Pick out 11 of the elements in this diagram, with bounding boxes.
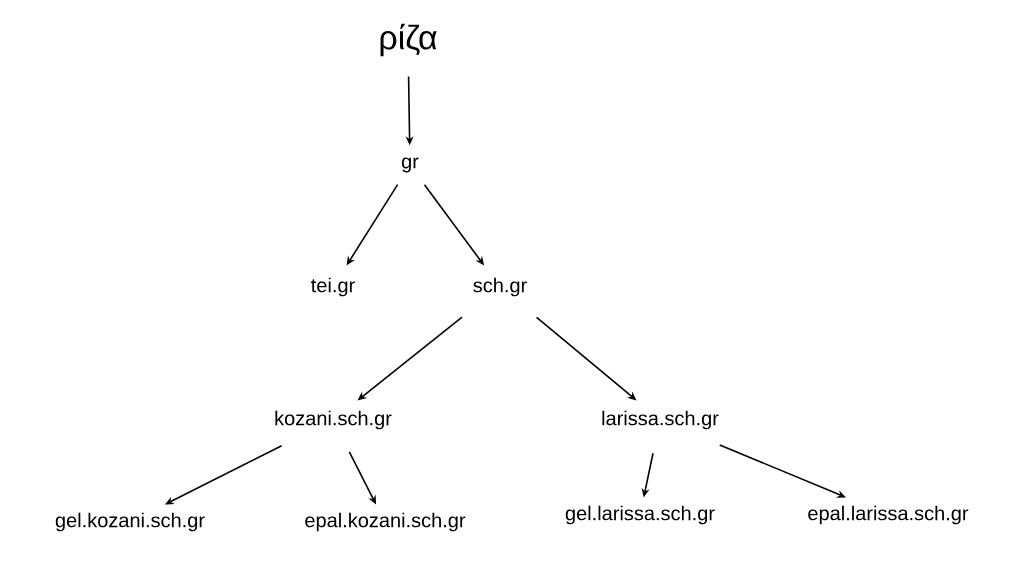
arrow xyxy=(718,444,846,498)
node-label: gel.kozani.sch.gr xyxy=(55,512,205,532)
node-label: larissa.sch.gr xyxy=(602,410,719,430)
node-label: gel.larissa.sch.gr xyxy=(565,505,715,525)
node-label: tei.gr xyxy=(311,277,355,297)
node-label: kozani.sch.gr xyxy=(275,410,392,430)
node-label: gr xyxy=(401,157,419,173)
node-label: epal.kozani.sch.gr xyxy=(305,512,466,532)
node-label: epal.larissa.sch.gr xyxy=(808,505,969,525)
node-label: sch.gr xyxy=(473,277,527,297)
node-label: ρίζα xyxy=(380,23,437,57)
